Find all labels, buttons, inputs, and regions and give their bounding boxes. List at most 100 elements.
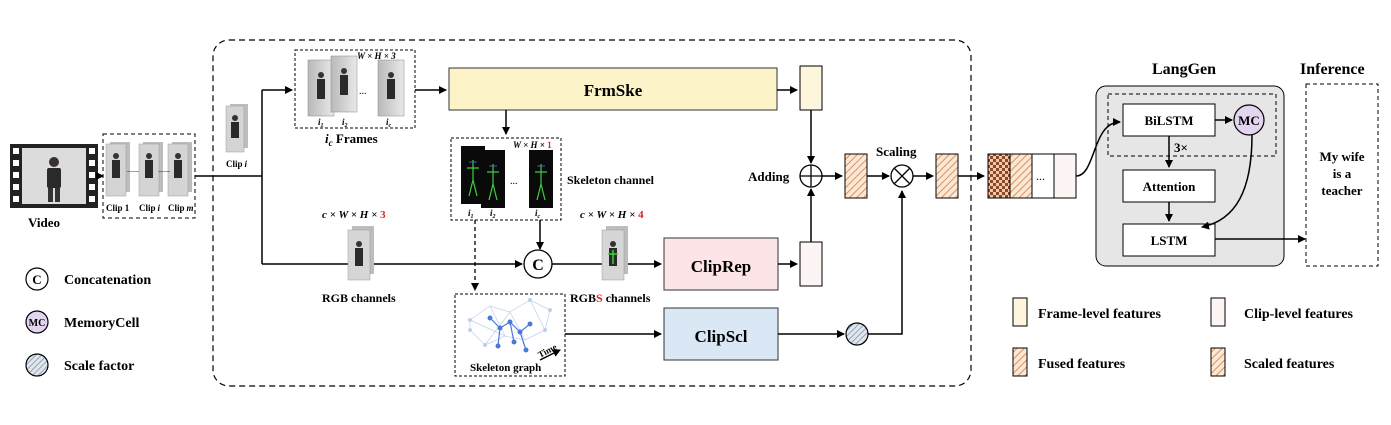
skeleton-graph-box — [454, 293, 566, 377]
legend-scaled: Scaled features — [1244, 357, 1335, 372]
multiply-node — [890, 164, 914, 188]
legend-clip-level: Clip-level features — [1244, 307, 1354, 322]
langgen-title: LangGen — [1152, 61, 1216, 78]
frames-box — [294, 49, 416, 129]
scale-to-multiply-line — [868, 190, 906, 335]
legend-clip-level-swatch — [1210, 297, 1226, 327]
main-module-box — [212, 39, 972, 387]
adding-label: Adding — [748, 169, 790, 184]
attention-block — [1122, 169, 1216, 203]
legend-concatenation: Concatenation — [64, 273, 151, 288]
add-node — [799, 164, 823, 188]
legend-fused: Fused features — [1038, 357, 1126, 372]
clip-i-label: Clip — [139, 203, 156, 213]
feature-sequence — [987, 153, 1077, 199]
single-clip-thumb — [225, 104, 248, 153]
inference-box — [1305, 83, 1379, 267]
rgb-channels-label: RGB channels — [322, 291, 396, 305]
skeleton-frames — [461, 146, 553, 208]
sequence-to-bilstm-arrow — [1075, 118, 1121, 177]
frames-dots: ... — [359, 86, 367, 97]
clip-i-sub: i — [158, 203, 161, 213]
legend-scale-factor: Scale factor — [64, 359, 134, 374]
lstm-block — [1122, 223, 1216, 257]
frmske-label: FrmSke — [584, 81, 643, 100]
frame-c-label: ic — [386, 117, 392, 129]
skel-c-label: ic — [535, 208, 541, 220]
skel-1-label: i1 — [468, 208, 474, 220]
clipscl-block — [663, 307, 779, 361]
skeleton-dots: ... — [510, 176, 518, 187]
video-film-strip — [10, 144, 98, 208]
frames-dim: W × H × 3 — [357, 51, 396, 61]
bilstm-block — [1122, 103, 1216, 137]
concat-node-label: C — [532, 257, 544, 274]
rgb-dim: c × W × H × 3 — [322, 209, 386, 221]
legend-mc-icon — [25, 310, 49, 334]
legend-frame-level-swatch — [1012, 297, 1028, 327]
inference-line-2: is a — [1333, 166, 1352, 181]
legend-scaled-swatch — [1210, 347, 1226, 377]
frame-stack — [307, 55, 405, 117]
bilstm-group-box — [1107, 93, 1277, 157]
mc-to-lstm-arrow — [1201, 134, 1253, 230]
rgbs-channels-label: RGBS channels — [570, 291, 651, 305]
video-label: Video — [28, 215, 60, 230]
frames-caption: ic Frames — [325, 131, 378, 148]
frame-1-label: i1 — [318, 117, 324, 129]
repeat-label: 3× — [1174, 140, 1188, 155]
scaled-feature — [935, 153, 959, 199]
inference-line-3: teacher — [1321, 183, 1362, 198]
scaling-label: Scaling — [876, 144, 917, 159]
graph-icon — [468, 298, 552, 353]
frmske-block — [448, 67, 778, 111]
frame-2-label: i2 — [342, 117, 348, 129]
legend-mc-symbol: MC — [29, 318, 46, 329]
clip-1-label: Clip 1 — [106, 203, 130, 213]
rgbs-dim: c × W × H × 4 — [580, 209, 644, 221]
legend-concat-symbol: C — [32, 272, 41, 287]
memorycell-node — [1233, 104, 1265, 136]
skel-2-label: i2 — [490, 208, 496, 220]
clip-m-sub: m — [187, 203, 194, 213]
frame-level-feature-top — [799, 65, 823, 111]
sequence-dots: ... — [1036, 169, 1045, 183]
lstm-label: LSTM — [1151, 233, 1188, 248]
clip-level-feature-bottom — [799, 241, 823, 287]
person-icon — [47, 157, 61, 202]
legend-memorycell: MemoryCell — [64, 316, 140, 331]
clip-i-thumb — [138, 142, 163, 197]
attention-label: Attention — [1143, 179, 1196, 194]
clips-dots-2: ...... — [158, 165, 170, 174]
clip-m-label: Clip — [168, 203, 185, 213]
legend-scale-icon — [25, 353, 49, 377]
clip-1-thumb — [105, 142, 130, 197]
rgbs-stack — [601, 226, 628, 281]
legend-concat-icon — [25, 267, 49, 291]
memorycell-node-label: MC — [1238, 113, 1260, 128]
fused-feature — [844, 153, 868, 199]
inference-line-1: My wife — [1319, 149, 1364, 164]
bilstm-label: BiLSTM — [1144, 113, 1193, 128]
skeleton-dim: W × H × 1 — [513, 140, 552, 150]
clips-dots-1: ...... — [127, 165, 139, 174]
time-arrow — [539, 349, 561, 361]
clip-m-thumb — [167, 142, 192, 197]
legend-frame-level: Frame-level features — [1038, 307, 1162, 322]
legend-fused-swatch — [1012, 347, 1028, 377]
skeleton-box — [450, 137, 562, 221]
single-clip-sub: i — [245, 159, 248, 169]
rgb-stack — [347, 226, 374, 281]
cliprep-block — [663, 237, 779, 291]
skeleton-graph-label: Skeleton graph — [470, 362, 541, 374]
scale-factor-node — [845, 322, 869, 346]
skeleton-channel-label: Skeleton channel — [567, 173, 655, 187]
single-clip-label: Clip — [226, 159, 243, 169]
clipscl-label: ClipScl — [695, 327, 748, 346]
cliprep-label: ClipRep — [691, 257, 751, 276]
inference-title: Inference — [1300, 61, 1365, 78]
